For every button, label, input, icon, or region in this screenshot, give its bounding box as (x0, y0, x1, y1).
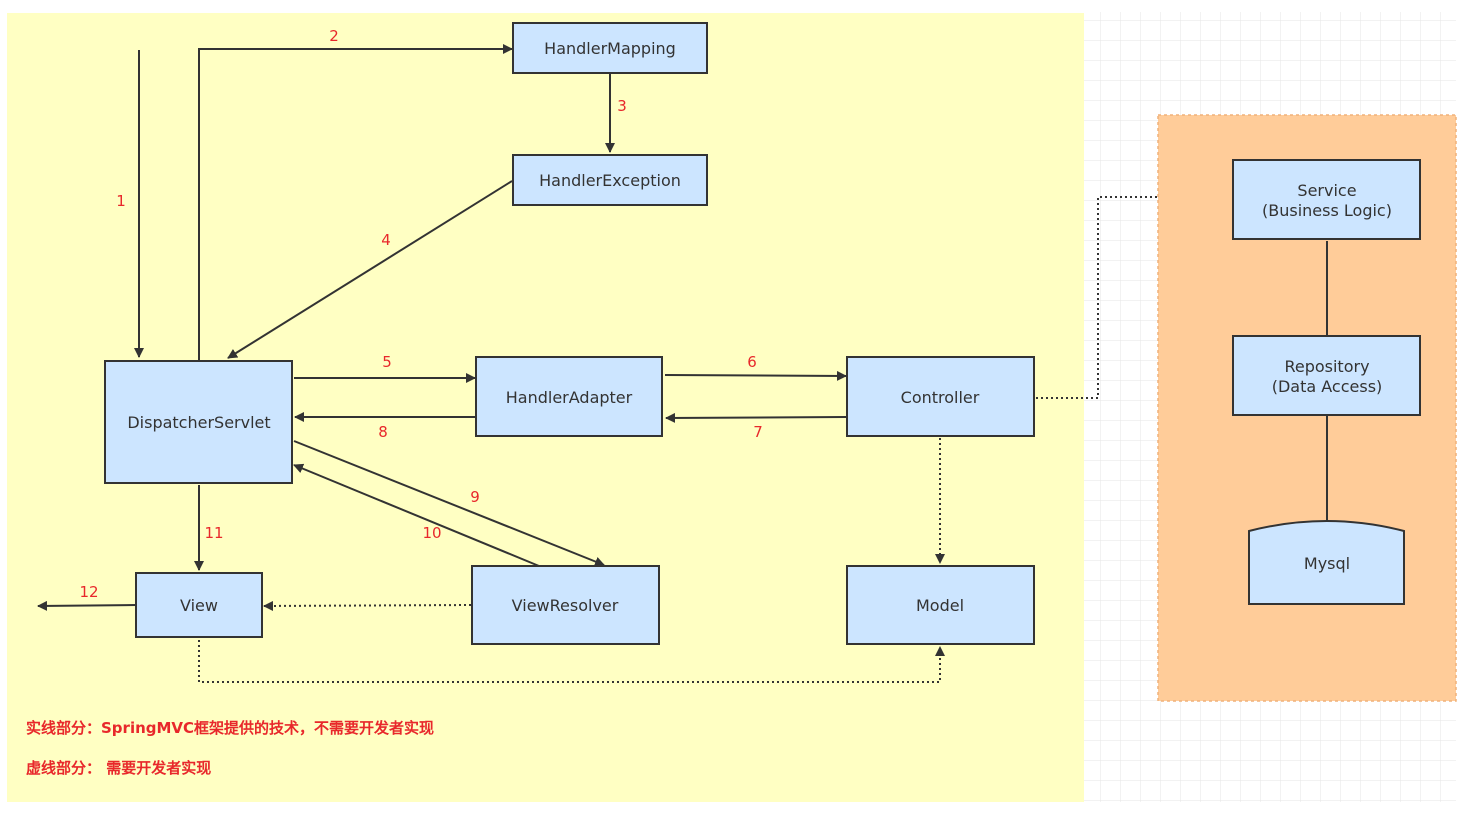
handler-exception-label: HandlerException (539, 171, 681, 190)
step-label-10: 10 (422, 524, 441, 542)
arrow-step-4 (227, 180, 513, 359)
mysql-database-shape[interactable] (1248, 520, 1405, 605)
model-box[interactable] (846, 565, 1035, 645)
mysql-label: Mysql (1304, 554, 1350, 573)
view-box[interactable] (135, 572, 263, 638)
view-label: View (180, 596, 218, 615)
step-label-9: 9 (470, 488, 480, 506)
dispatcher-servlet-box[interactable] (104, 360, 293, 484)
repository-label-line2: (Data Access) (1272, 377, 1383, 396)
model-label: Model (916, 596, 964, 615)
step-label-4: 4 (381, 231, 391, 249)
dashed-arrow-view-model (198, 640, 945, 683)
step-label-2: 2 (329, 27, 339, 45)
node-labels: HandlerMapping HandlerException Dispatch… (127, 39, 1392, 615)
controller-box[interactable] (846, 356, 1035, 437)
handler-exception-box[interactable] (512, 154, 708, 206)
handler-adapter-box[interactable] (475, 356, 663, 437)
service-box[interactable] (1232, 159, 1421, 240)
repository-box[interactable] (1232, 335, 1421, 416)
step-label-3: 3 (617, 97, 627, 115)
step-label-5: 5 (382, 353, 392, 371)
view-resolver-label: ViewResolver (512, 596, 619, 615)
step-label-11: 11 (204, 524, 223, 542)
handler-adapter-label: HandlerAdapter (506, 388, 633, 407)
service-label-line1: Service (1297, 181, 1356, 200)
arrow-step-12 (37, 600, 137, 611)
solid-arrows (37, 44, 1328, 611)
dashed-link-controller-service (1036, 196, 1158, 399)
step-label-8: 8 (378, 423, 388, 441)
dashed-arrows (198, 196, 1158, 683)
arrow-step-9 (293, 440, 605, 567)
step-label-6: 6 (747, 353, 757, 371)
step-labels: 1 2 3 4 5 6 7 8 9 10 11 12 (79, 27, 762, 601)
step-label-12: 12 (79, 583, 98, 601)
step-label-1: 1 (116, 192, 126, 210)
arrow-step-6 (664, 370, 847, 381)
dispatcher-servlet-label: DispatcherServlet (127, 413, 270, 432)
arrow-step-10 (293, 463, 540, 567)
arrow-step-7 (665, 412, 847, 423)
controller-label: Controller (901, 388, 980, 407)
handler-mapping-box[interactable] (512, 22, 708, 74)
solid-line-legend: 实线部分：SpringMVC框架提供的技术，不需要开发者实现 (26, 719, 435, 737)
step-label-7: 7 (753, 423, 763, 441)
node-boxes (104, 22, 1421, 645)
service-label-line2: (Business Logic) (1262, 201, 1392, 220)
arrow-step-2 (198, 44, 513, 360)
dashed-line-legend: 虚线部分： 需要开发者实现 (26, 759, 212, 777)
repository-label-line1: Repository (1284, 357, 1369, 376)
view-resolver-box[interactable] (471, 565, 660, 645)
handler-mapping-label: HandlerMapping (544, 39, 676, 58)
